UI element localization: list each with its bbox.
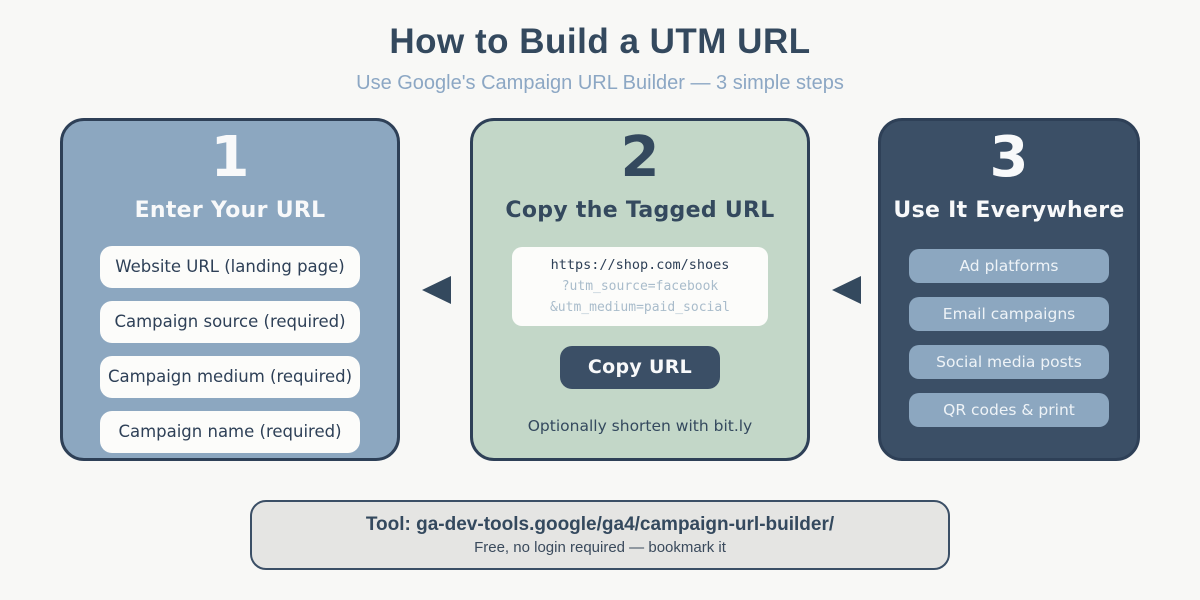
step-2-heading: Copy the Tagged URL [505,197,775,223]
triangle-left-icon [422,276,451,304]
tool-footer-box: Tool: ga-dev-tools.google/ga4/campaign-u… [250,500,950,570]
step-3-usage-list: Ad platforms Email campaigns Social medi… [909,248,1109,427]
shorten-note: Optionally shorten with bit.ly [527,416,753,435]
usage-pill-social-media: Social media posts [909,344,1109,379]
usage-pill-ad-platforms: Ad platforms [909,248,1109,283]
step-1-card: 1 Enter Your URL Website URL (landing pa… [60,118,400,461]
field-pill-campaign-name: Campaign name (required) [100,410,360,453]
field-pill-campaign-source: Campaign source (required) [100,300,360,343]
tool-note: Free, no login required — bookmark it [474,539,726,556]
step-3-card: 3 Use It Everywhere Ad platforms Email c… [878,118,1140,461]
usage-pill-qr-codes-print: QR codes & print [909,392,1109,427]
step-1-field-list: Website URL (landing page) Campaign sour… [100,245,360,453]
step-3-heading: Use It Everywhere [893,197,1125,223]
code-line-utm-medium: &utm_medium=paid_social [549,300,730,316]
tool-url-label: Tool: ga-dev-tools.google/ga4/campaign-u… [365,514,835,535]
field-pill-website-url: Website URL (landing page) [100,245,360,288]
step-2-card: 2 Copy the Tagged URL https://shop.com/s… [470,118,810,461]
step-1-number: 1 [210,125,250,190]
code-line-utm-source: ?utm_source=facebook [561,279,719,295]
page-title: How to Build a UTM URL [389,22,811,61]
page-subtitle: Use Google's Campaign URL Builder — 3 si… [356,72,844,94]
step-3-number: 3 [989,125,1029,190]
usage-pill-email-campaigns: Email campaigns [909,296,1109,331]
step-2-number: 2 [620,125,660,190]
code-line-base-url: https://shop.com/shoes [550,257,730,274]
triangle-left-icon [832,276,861,304]
copy-url-button[interactable]: Copy URL [560,345,720,389]
step-1-heading: Enter Your URL [134,197,326,223]
tagged-url-code-box: https://shop.com/shoes ?utm_source=faceb… [512,246,768,326]
field-pill-campaign-medium: Campaign medium (required) [100,355,360,398]
